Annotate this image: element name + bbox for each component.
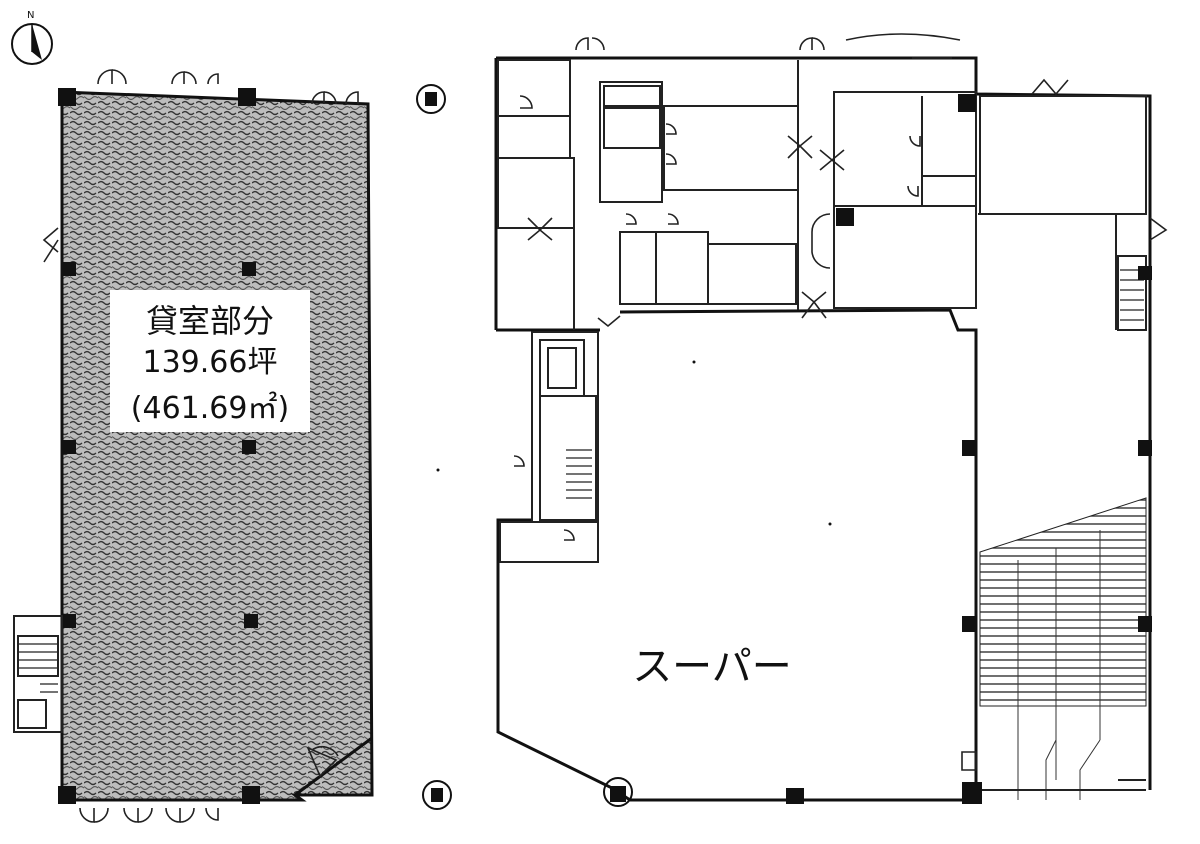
column bbox=[1138, 440, 1152, 456]
right-stair bbox=[1117, 255, 1147, 331]
rental-label-box bbox=[110, 290, 310, 432]
sales-floor-wall bbox=[496, 308, 978, 802]
stair-block bbox=[13, 615, 63, 733]
column bbox=[962, 616, 976, 632]
parking-lines bbox=[1017, 530, 1101, 800]
column bbox=[1138, 266, 1152, 280]
column bbox=[58, 786, 76, 804]
column bbox=[610, 786, 626, 802]
door-icon bbox=[513, 33, 1168, 771]
rental-area-sqm: (461.69㎡) bbox=[131, 391, 289, 426]
hatched-area bbox=[979, 497, 1147, 707]
door-icon bbox=[42, 227, 59, 263]
north-label: N bbox=[27, 10, 34, 21]
column bbox=[962, 440, 976, 456]
column bbox=[1138, 616, 1152, 632]
survey-marker-icon bbox=[422, 780, 452, 810]
supermarket-plan: スーパー bbox=[436, 33, 1168, 807]
stair-core bbox=[531, 331, 599, 523]
rental-area-tsubo: 139.66坪 bbox=[143, 345, 278, 380]
column bbox=[62, 262, 76, 276]
door-icon bbox=[79, 807, 219, 823]
supermarket-label: スーパー bbox=[632, 644, 792, 690]
back-rooms bbox=[497, 59, 1147, 330]
column bbox=[58, 88, 76, 106]
column bbox=[958, 94, 976, 112]
rental-space-plan: 貸室部分 139.66坪 (461.69㎡) bbox=[13, 69, 374, 823]
survey-marker-icon bbox=[416, 84, 446, 114]
rental-title: 貸室部分 bbox=[146, 302, 274, 340]
column bbox=[242, 440, 256, 454]
column bbox=[962, 782, 982, 804]
column bbox=[238, 88, 256, 106]
column bbox=[62, 440, 76, 454]
column bbox=[786, 788, 804, 804]
door-icon bbox=[306, 745, 339, 778]
rental-space-area bbox=[60, 90, 374, 802]
column bbox=[242, 262, 256, 276]
door-icon bbox=[97, 69, 359, 105]
column bbox=[244, 614, 258, 628]
column bbox=[242, 786, 260, 804]
north-arrow-icon: N bbox=[11, 10, 53, 65]
column bbox=[62, 614, 76, 628]
corner-wall bbox=[294, 736, 373, 797]
column bbox=[836, 208, 854, 226]
